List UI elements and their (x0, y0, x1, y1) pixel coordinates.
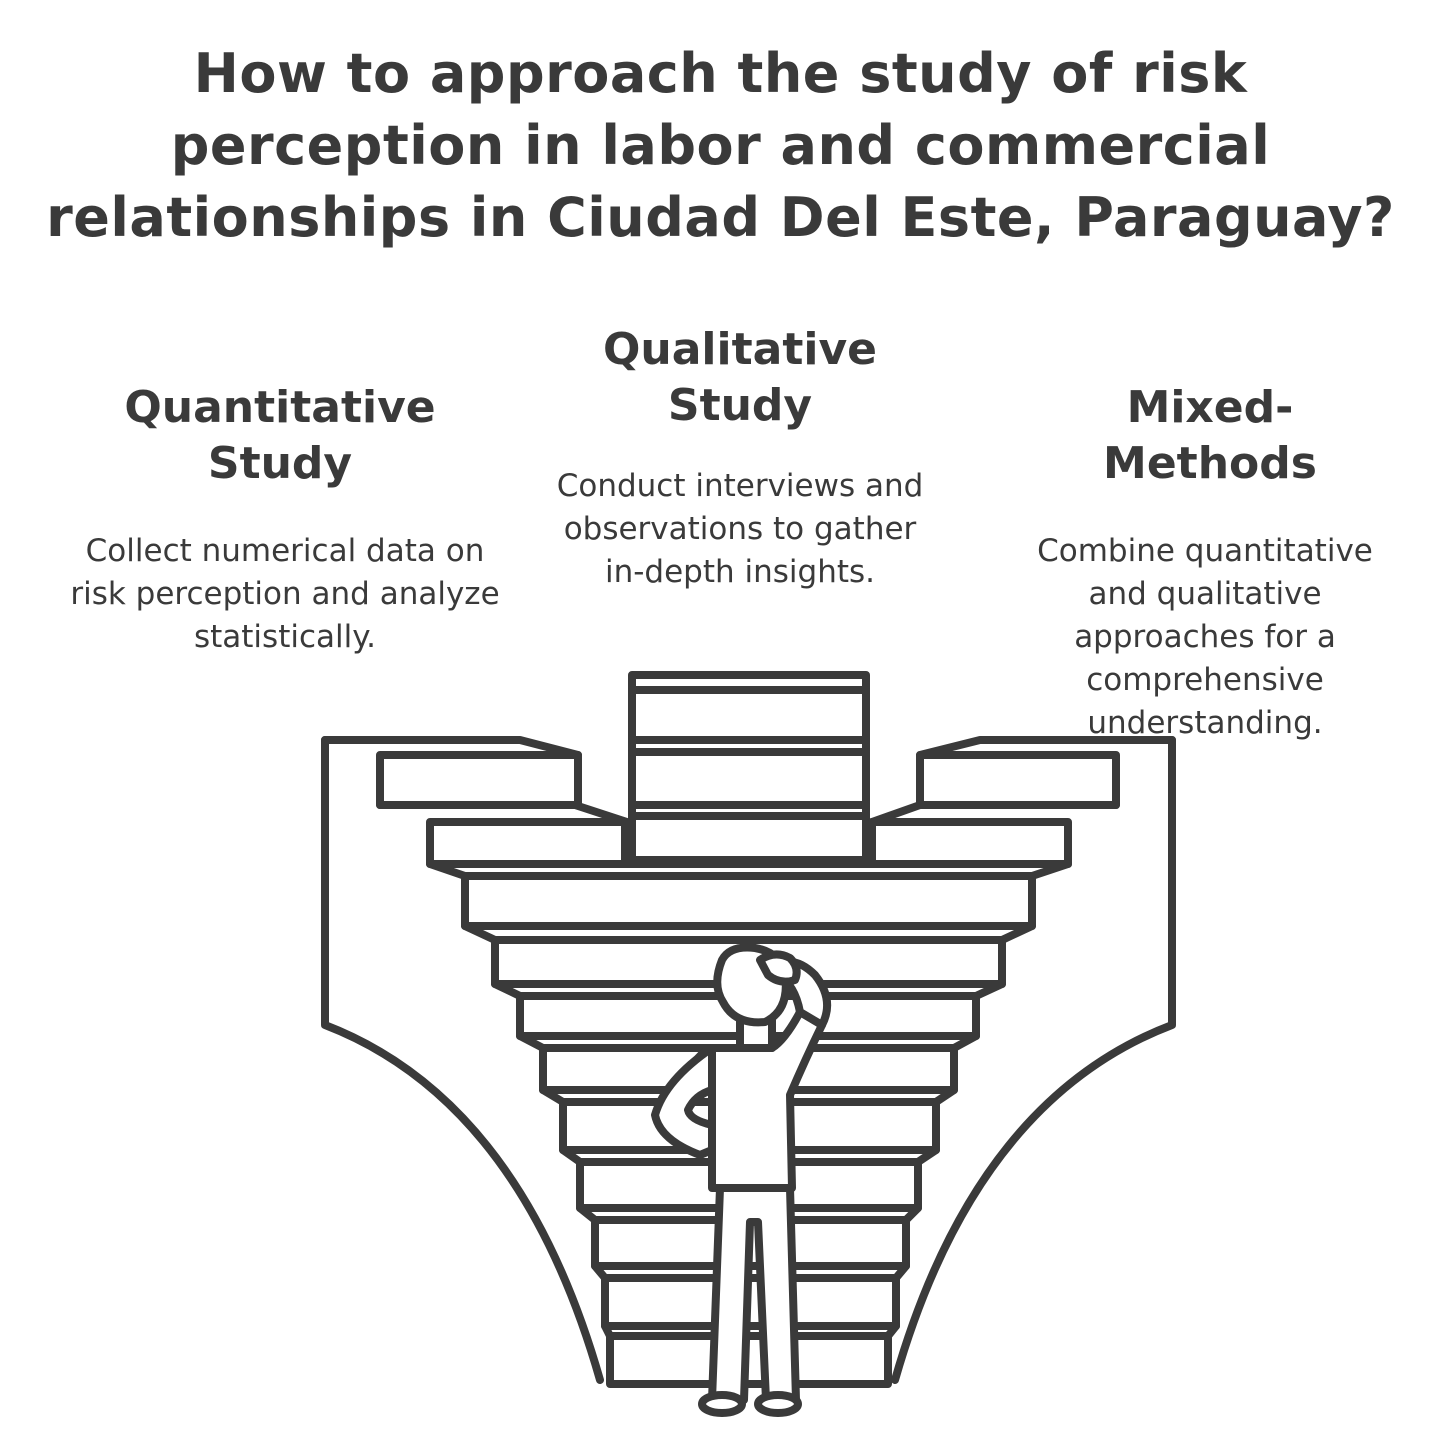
quantitative-study-heading: Quantitative Study (80, 380, 480, 492)
main-stairs (426, 860, 1072, 1388)
heading-line: Methods (1103, 438, 1317, 489)
right-shoe (754, 1391, 802, 1417)
thinking-person (651, 943, 832, 1417)
qualitative-study-description: Conduct interviews and observations to g… (556, 468, 924, 590)
qualitative-study-heading: Qualitative Study (560, 322, 920, 434)
center-upper-stairs (628, 671, 870, 864)
heading-line: Study (207, 438, 353, 489)
person-hand (756, 950, 801, 986)
quantitative-study-description: Collect numerical data on risk perceptio… (70, 533, 500, 655)
mixed-methods-description: Combine quantitative and qualitative app… (1037, 533, 1373, 741)
heading-line: Qualitative (603, 324, 877, 375)
mixed-methods-heading: Mixed- Methods (1060, 380, 1360, 492)
page-title: How to approach the study of risk percep… (46, 42, 1395, 249)
heading-line: Quantitative (124, 382, 436, 433)
right-wall (891, 736, 1176, 1384)
person-arm-akimbo (651, 1044, 716, 1159)
right-upper-stairs (868, 736, 1176, 868)
left-shoe (698, 1391, 746, 1417)
left-wall (321, 736, 604, 1384)
heading-line: Mixed- (1126, 382, 1294, 433)
person-legs (708, 1184, 800, 1404)
heading-line: Study (667, 380, 813, 431)
left-upper-stairs (321, 736, 631, 868)
